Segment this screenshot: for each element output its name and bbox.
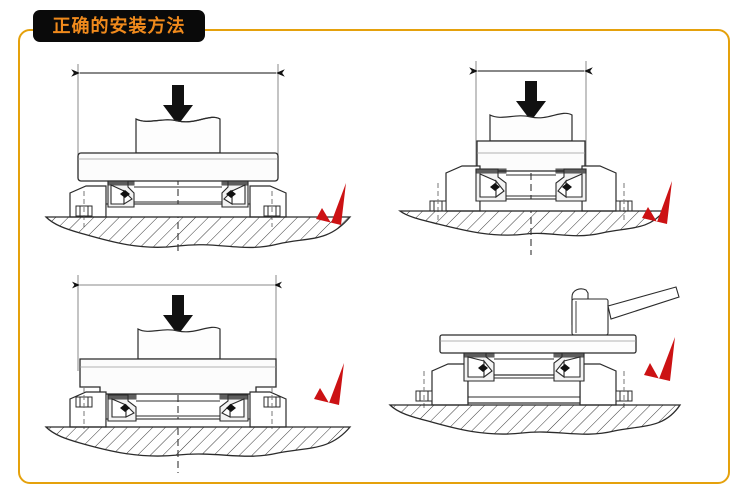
seal-spring-left (120, 404, 130, 412)
housing-casting (388, 404, 682, 435)
seal-spring-left (490, 183, 500, 191)
force-arrow-down (163, 85, 193, 125)
verdict-check-icon (644, 337, 675, 381)
dimension-extension-lines (77, 64, 279, 161)
panel-2-press-narrow-tool (376, 41, 720, 256)
seal-spring-left (478, 364, 488, 372)
dimension-extension-lines (77, 275, 277, 371)
seal-spring-right (560, 364, 570, 372)
press-ram (137, 326, 221, 360)
seal-spring-right (562, 183, 572, 191)
housing-casting (398, 210, 666, 237)
verdict-check-icon (316, 183, 346, 225)
housing-casting (44, 216, 352, 249)
press-ram (135, 116, 221, 154)
oil-seal-right (555, 168, 587, 202)
verdict-check-icon (642, 181, 672, 224)
seal-spring-right (226, 404, 236, 412)
mallet-icon (571, 286, 680, 336)
press-plate (77, 152, 279, 182)
oil-seal-right (553, 352, 585, 382)
housing-shoulders (431, 363, 617, 406)
seal-spring-left (120, 190, 130, 198)
housing-casting (44, 426, 352, 457)
force-arrow-down (163, 295, 193, 335)
press-plate (79, 358, 277, 395)
title-badge: 正确的安装方法 (33, 10, 205, 42)
press-ram (489, 112, 573, 142)
oil-seal-left (463, 352, 495, 382)
distribution-plate (439, 334, 637, 354)
panel-4-hammer-on-plate (376, 259, 720, 474)
panel-grid (20, 31, 728, 482)
panel-3-press-flush-plate (28, 259, 368, 474)
oil-seal-left (475, 168, 507, 202)
dimension-extension-lines (475, 61, 587, 166)
seal-spring-right (226, 190, 236, 198)
verdict-check-icon (314, 363, 344, 405)
force-arrow-down (516, 81, 546, 121)
housing-shoulders (445, 165, 617, 212)
page-title: 正确的安装方法 (52, 16, 186, 36)
panel-1-press-wide-plate (28, 41, 368, 256)
